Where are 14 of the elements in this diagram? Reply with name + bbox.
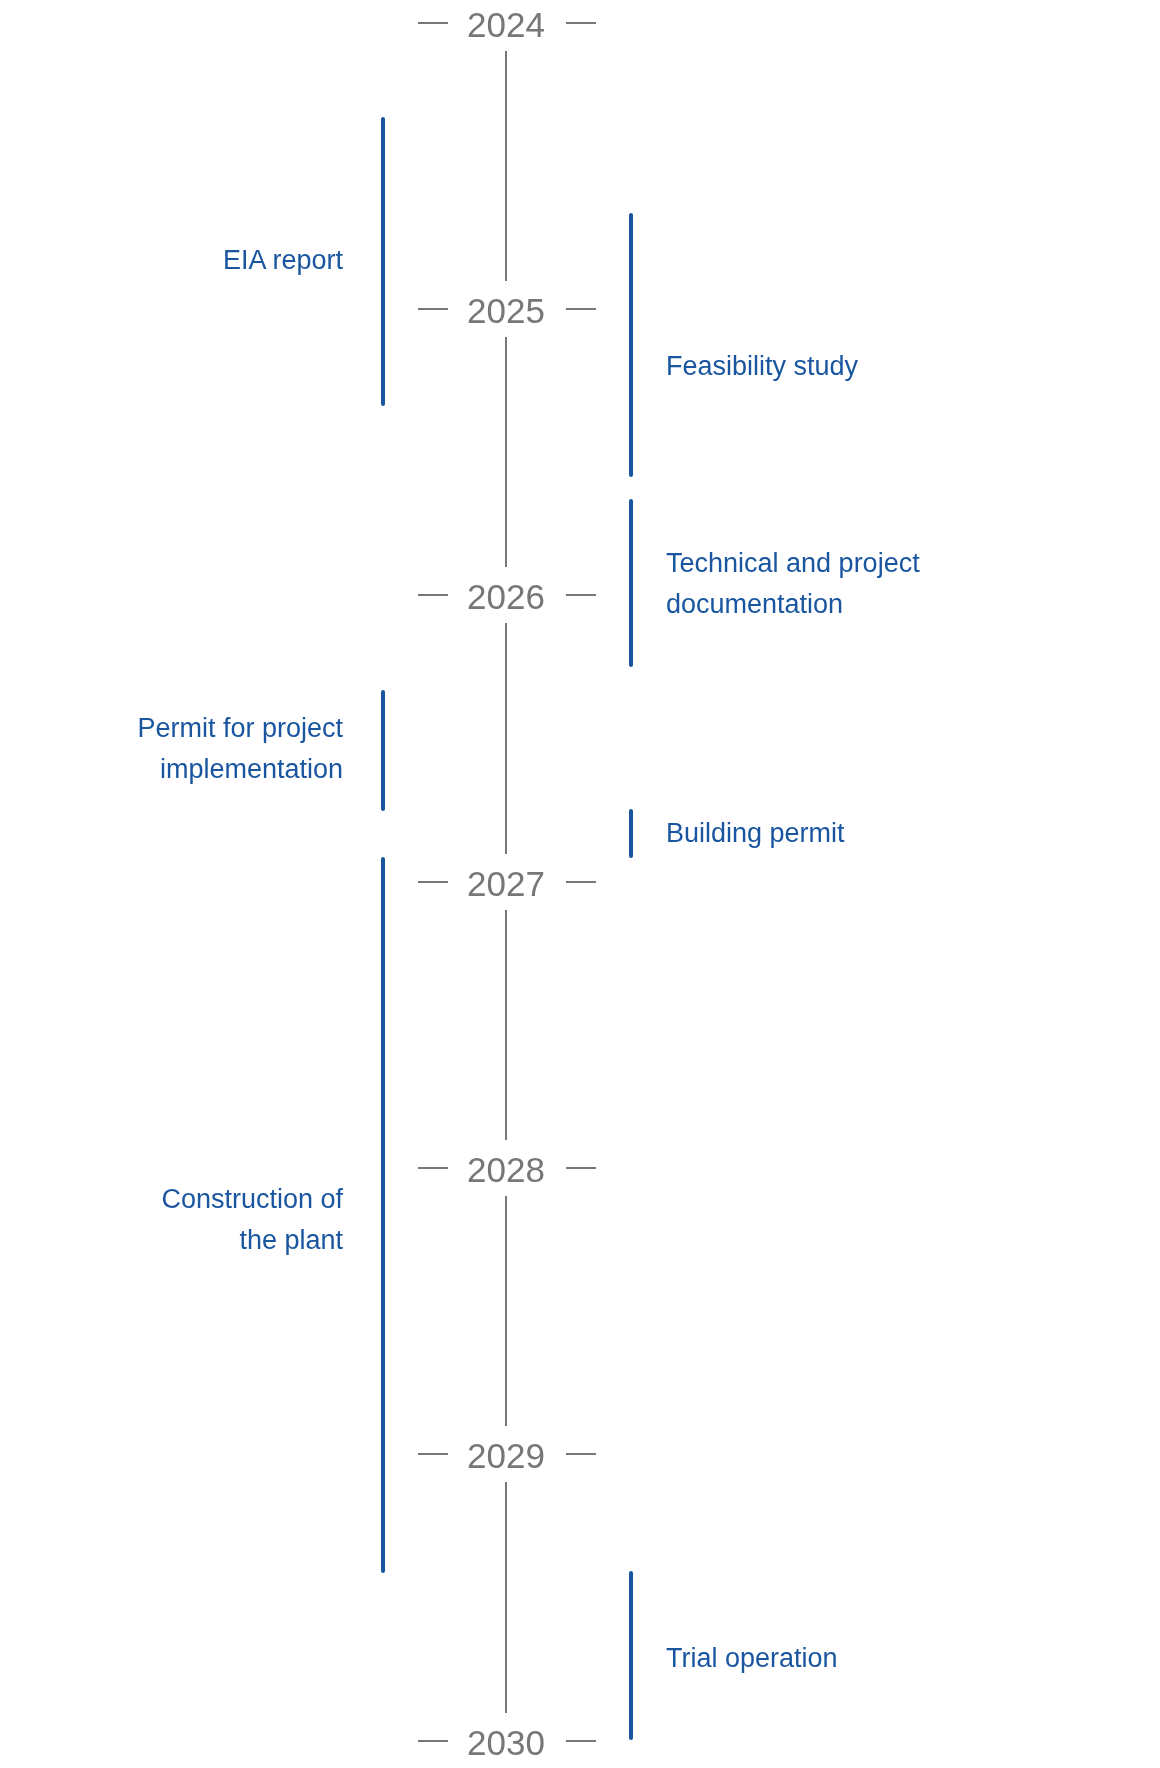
year-label: 2025 (467, 291, 545, 331)
phase-label: Permit for project implementation (136, 712, 343, 786)
phase-label: Feasibility study (666, 349, 860, 383)
year-label: 2024 (467, 5, 545, 45)
phase-label: Construction of the plant (160, 1183, 343, 1257)
phase-label: Technical and project documentation (666, 547, 921, 621)
phase-label: Building permit (666, 816, 846, 850)
year-label: 2029 (467, 1436, 545, 1476)
year-label: 2026 (467, 577, 545, 617)
phase-label: EIA report (221, 243, 343, 277)
year-label: 2030 (467, 1723, 545, 1763)
year-label: 2027 (467, 864, 545, 904)
phase-label: Trial operation (666, 1641, 839, 1675)
year-label: 2028 (467, 1150, 545, 1190)
